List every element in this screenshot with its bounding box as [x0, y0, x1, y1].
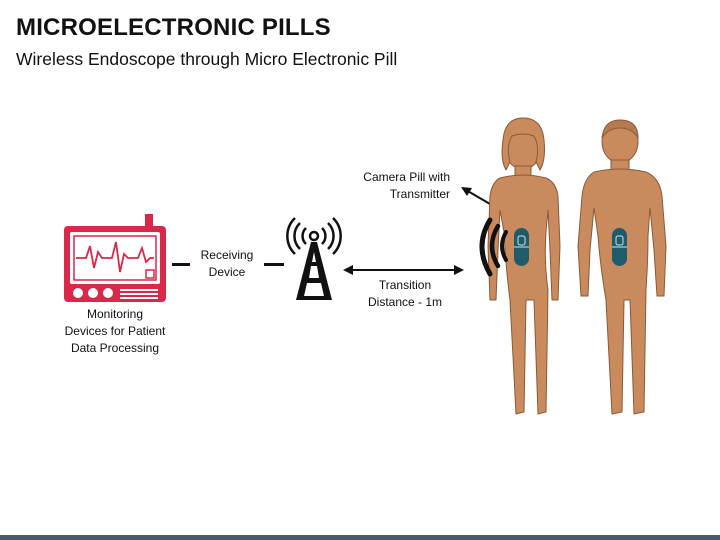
camera-pill-male-icon: [612, 228, 627, 266]
male-body-figure: [577, 119, 667, 415]
signal-waves-icon: [479, 217, 508, 277]
monitor-label: Monitoring Devices for Patient Data Proc…: [64, 307, 166, 355]
transition-double-arrow: [343, 265, 464, 275]
page-title: MICROELECTRONIC PILLS: [16, 14, 331, 41]
page-subtitle: Wireless Endoscope through Micro Electro…: [16, 49, 398, 69]
monitor-device-icon: [64, 214, 166, 302]
receiving-device-label: Receiving Device: [200, 248, 254, 279]
monitor-to-receiver-connector: [172, 263, 190, 266]
camera-pill-label: Camera Pill with Transmitter: [363, 170, 450, 201]
camera-pill-female-icon: [514, 228, 529, 266]
bottom-accent-bar: [0, 535, 720, 540]
receiver-to-tower-connector: [264, 263, 284, 266]
transition-distance-label: Transition Distance - 1m: [367, 278, 443, 309]
antenna-tower-icon: [286, 217, 342, 300]
